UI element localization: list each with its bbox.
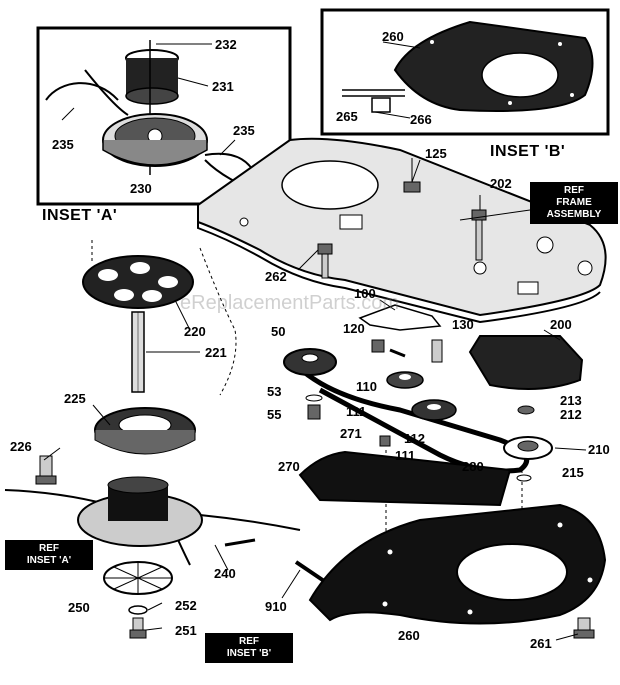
callout-130: 130 <box>452 317 474 332</box>
deck-cover-260 <box>308 503 607 625</box>
bolt-202 <box>471 209 487 261</box>
washer-53 <box>305 394 323 402</box>
frame-assembly <box>197 137 607 324</box>
leader-lines <box>43 159 587 641</box>
callout-50: 50 <box>271 324 286 339</box>
callout-231: 231 <box>212 79 234 94</box>
callout-212: 212 <box>560 407 582 422</box>
callout-200: 200 <box>550 317 572 332</box>
ref-frame-assembly: REF FRAME ASSEMBLY <box>530 182 618 224</box>
inset-a-title: INSET 'A' <box>42 207 118 224</box>
callout-112: 112 <box>404 431 425 446</box>
housing-225 <box>94 407 196 455</box>
washer-252 <box>128 605 148 615</box>
ref-inset-b-line1: REF <box>239 636 259 647</box>
callout-271: 271 <box>340 426 362 441</box>
callout-910: 910 <box>265 599 287 614</box>
screw-226 <box>35 455 57 485</box>
bolt-55 <box>307 404 321 420</box>
ref-inset-b: REF INSET 'B' <box>205 633 293 663</box>
pulley-220 <box>82 255 194 309</box>
callout-266: 266 <box>410 112 432 127</box>
callout-100: 100 <box>354 286 376 301</box>
callout-111: 111 <box>346 404 367 419</box>
pulley-50 <box>283 348 337 376</box>
pulley-112 <box>411 399 457 421</box>
arm-130 <box>431 339 443 363</box>
callout-235: 235 <box>52 137 74 152</box>
callout-120: 120 <box>343 321 365 336</box>
pulley-110 <box>386 371 424 389</box>
callout-55: 55 <box>267 407 282 422</box>
callout-230: 230 <box>130 181 152 196</box>
callout-220: 220 <box>184 324 206 339</box>
shield-270 <box>298 450 512 507</box>
shaft-221 <box>131 311 145 393</box>
callout-260: 260 <box>382 29 404 44</box>
callout-53: 53 <box>267 384 282 399</box>
callout-232: 232 <box>215 37 237 52</box>
callout-250: 250 <box>68 600 90 615</box>
callout-235: 235 <box>233 123 255 138</box>
callout-260: 260 <box>398 628 420 643</box>
ref-inset-a-line1: REF <box>39 543 59 554</box>
callout-252: 252 <box>175 598 197 613</box>
inset-b-title: INSET 'B' <box>490 143 566 160</box>
disc-250 <box>103 561 173 595</box>
callout-251: 251 <box>175 623 197 638</box>
callout-270: 270 <box>278 459 300 474</box>
guard-200 <box>468 335 584 390</box>
pulley-210 <box>503 436 553 460</box>
callout-213: 213 <box>560 393 582 408</box>
watermark: eReplacementParts.com <box>180 292 399 314</box>
callout-265: 265 <box>336 109 358 124</box>
ref-frame-line1: REF <box>564 185 584 196</box>
bolt-120 <box>371 339 406 358</box>
screw-271 <box>379 435 391 447</box>
bolt-261 <box>573 617 595 639</box>
inset-b-box <box>320 8 610 136</box>
washer-215 <box>516 474 532 482</box>
callout-225: 225 <box>64 391 86 406</box>
callout-261: 261 <box>530 636 552 651</box>
ref-inset-b-line2: INSET 'B' <box>226 648 272 659</box>
ref-frame-line2: FRAME <box>556 197 592 208</box>
callout-221: 221 <box>205 345 227 360</box>
callout-226: 226 <box>10 439 32 454</box>
callout-280: 280 <box>462 459 484 474</box>
trimmer-head <box>4 476 301 566</box>
callout-110: 110 <box>356 379 377 394</box>
bolt-262 <box>317 243 333 279</box>
bolt-251 <box>129 617 147 639</box>
callout-111: 111 <box>395 448 416 463</box>
ref-inset-a: REF INSET 'A' <box>5 540 93 570</box>
ref-inset-a-line2: INSET 'A' <box>26 555 72 566</box>
bracket-100 <box>358 304 442 331</box>
callout-125: 125 <box>425 146 447 161</box>
nut-213 <box>517 405 535 415</box>
callout-262: 262 <box>265 269 287 284</box>
callout-210: 210 <box>588 442 610 457</box>
callout-215: 215 <box>562 465 584 480</box>
callout-202: 202 <box>490 176 512 191</box>
callout-240: 240 <box>214 566 236 581</box>
ref-frame-line3: ASSEMBLY <box>546 209 602 220</box>
